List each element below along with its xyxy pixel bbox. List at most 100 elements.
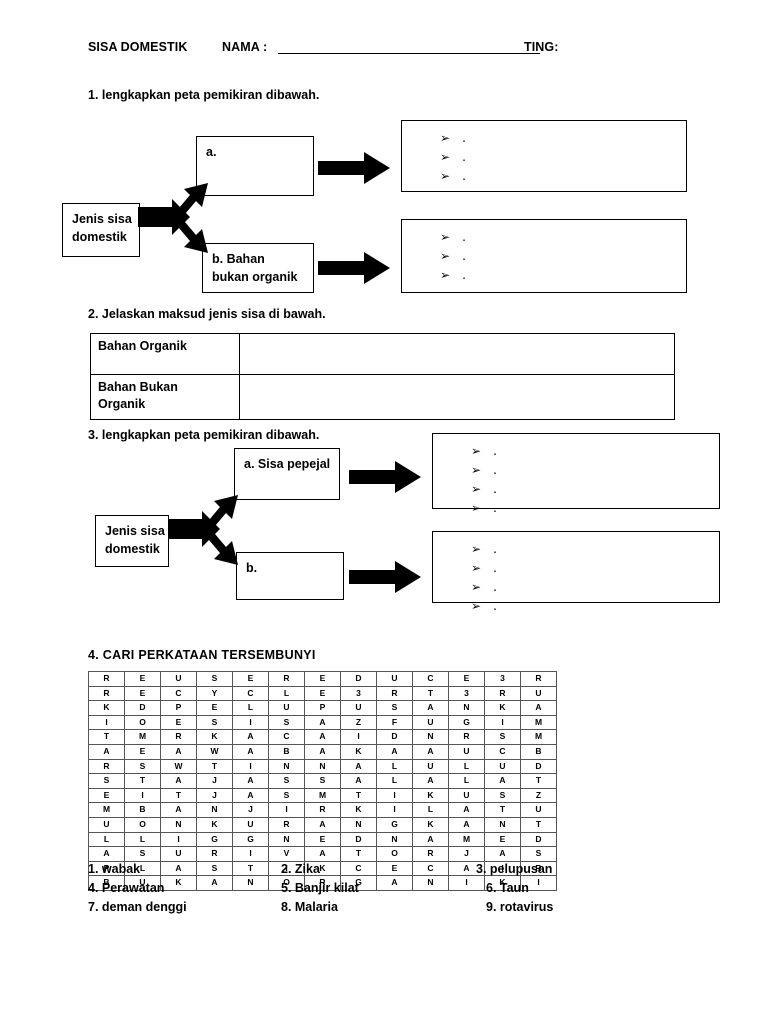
word-search-cell[interactable]: U — [376, 671, 413, 687]
word-search-cell[interactable]: U — [484, 758, 521, 775]
word-search-cell[interactable]: M — [304, 787, 341, 804]
q2-answer-organik[interactable] — [239, 333, 675, 375]
word-search-cell[interactable]: T — [124, 773, 161, 789]
word-search-cell[interactable]: G — [448, 714, 485, 731]
word-search-cell[interactable]: T — [340, 787, 377, 804]
word-search-cell[interactable]: I — [376, 787, 413, 804]
word-search-cell[interactable]: U — [232, 816, 269, 833]
word-search-cell[interactable]: A — [304, 816, 341, 833]
word-search-cell[interactable]: A — [412, 743, 449, 760]
word-search-cell[interactable]: N — [340, 816, 377, 833]
word-search-cell[interactable]: U — [124, 875, 161, 891]
word-search-cell[interactable]: T — [88, 729, 125, 745]
name-input-line[interactable] — [278, 53, 540, 54]
word-search-cell[interactable]: W — [196, 743, 233, 760]
word-search-cell[interactable]: K — [484, 875, 521, 891]
word-search-cell[interactable]: E — [160, 714, 197, 731]
word-search-cell[interactable]: S — [124, 758, 161, 775]
word-search-cell[interactable]: L — [448, 758, 485, 775]
word-search-cell[interactable]: A — [304, 714, 341, 731]
word-search-cell[interactable]: T — [484, 802, 521, 818]
word-search-cell[interactable]: A — [520, 700, 557, 716]
word-search-cell[interactable]: E — [196, 700, 233, 716]
word-search-cell[interactable]: R — [268, 671, 305, 687]
q1-branch-a-box[interactable]: a. — [196, 136, 314, 196]
word-search-cell[interactable]: T — [412, 685, 449, 702]
word-search-cell[interactable]: T — [520, 816, 557, 833]
word-search-cell[interactable]: E — [232, 671, 269, 687]
word-search-cell[interactable]: K — [412, 816, 449, 833]
word-search-cell[interactable]: R — [304, 802, 341, 818]
word-search-cell[interactable]: D — [124, 700, 161, 716]
word-search-cell[interactable]: R — [88, 758, 125, 775]
word-search-cell[interactable]: 3 — [448, 685, 485, 702]
word-search-cell[interactable]: E — [124, 671, 161, 687]
word-search-cell[interactable]: N — [304, 758, 341, 775]
word-search-cell[interactable]: P — [304, 700, 341, 716]
q3-answers-a-box[interactable]: ➢. ➢. ➢. ➢. — [432, 433, 720, 515]
word-search-cell[interactable]: N — [268, 831, 305, 848]
word-search-cell[interactable]: U — [448, 787, 485, 804]
word-search-cell[interactable]: S — [268, 787, 305, 804]
word-search-cell[interactable]: A — [160, 743, 197, 760]
word-search-cell[interactable]: A — [304, 729, 341, 745]
word-search-cell[interactable]: E — [304, 685, 341, 702]
word-search-cell[interactable]: K — [196, 816, 233, 833]
word-search-cell[interactable]: O — [124, 816, 161, 833]
word-search-cell[interactable]: A — [412, 831, 449, 848]
word-search-cell[interactable]: R — [484, 685, 521, 702]
word-search-cell[interactable]: N — [484, 816, 521, 833]
word-search-cell[interactable]: S — [520, 846, 557, 862]
word-search-cell[interactable]: R — [196, 846, 233, 862]
word-search-cell[interactable]: S — [268, 773, 305, 789]
word-search-cell[interactable]: T — [520, 773, 557, 789]
word-search-cell[interactable]: N — [160, 816, 197, 833]
word-search-cell[interactable]: B — [124, 802, 161, 818]
word-search-cell[interactable]: A — [448, 802, 485, 818]
word-search-cell[interactable]: Y — [196, 685, 233, 702]
word-search-cell[interactable]: N — [448, 700, 485, 716]
word-search-cell[interactable]: L — [412, 802, 449, 818]
word-search-cell[interactable]: C — [268, 729, 305, 745]
q1-branch-b-box[interactable]: b. Bahan bukan organik — [202, 243, 314, 293]
word-search-cell[interactable]: L — [232, 700, 269, 716]
word-search-cell[interactable]: A — [232, 773, 269, 789]
word-search-cell[interactable]: A — [376, 743, 413, 760]
word-search-cell[interactable]: R — [268, 816, 305, 833]
word-search-cell[interactable]: G — [196, 831, 233, 848]
word-search-cell[interactable]: S — [124, 846, 161, 862]
word-search-cell[interactable]: G — [376, 816, 413, 833]
q3-branch-a-box[interactable]: a. Sisa pepejal — [234, 448, 340, 500]
word-search-cell[interactable]: K — [340, 743, 377, 760]
word-search-cell[interactable]: K — [484, 700, 521, 716]
word-search-cell[interactable]: L — [376, 758, 413, 775]
word-search-cell[interactable]: Z — [340, 714, 377, 731]
word-search-cell[interactable]: C — [232, 685, 269, 702]
word-search-cell[interactable]: C — [412, 671, 449, 687]
q2-answer-bukan-organik[interactable] — [239, 374, 675, 420]
word-search-cell[interactable]: B — [268, 743, 305, 760]
word-search-cell[interactable]: M — [520, 729, 557, 745]
word-search-cell[interactable]: P — [160, 700, 197, 716]
word-search-cell[interactable]: A — [232, 729, 269, 745]
word-search-cell[interactable]: D — [340, 671, 377, 687]
word-search-cell[interactable]: A — [340, 773, 377, 789]
word-search-cell[interactable]: N — [376, 831, 413, 848]
word-search-cell[interactable]: A — [340, 758, 377, 775]
word-search-cell[interactable]: 3 — [484, 671, 521, 687]
word-search-cell[interactable]: I — [232, 714, 269, 731]
word-search-cell[interactable]: L — [124, 831, 161, 848]
word-search-cell[interactable]: A — [484, 773, 521, 789]
word-search-cell[interactable]: L — [376, 773, 413, 789]
word-search-cell[interactable]: 3 — [340, 685, 377, 702]
word-search-cell[interactable]: S — [304, 773, 341, 789]
word-search-cell[interactable]: V — [268, 846, 305, 862]
word-search-cell[interactable]: A — [88, 846, 125, 862]
word-search-cell[interactable]: K — [196, 729, 233, 745]
word-search-cell[interactable]: D — [340, 831, 377, 848]
q1-answers-a-box[interactable]: ➢. ➢. ➢. — [401, 120, 687, 192]
word-search-cell[interactable]: I — [232, 758, 269, 775]
word-search-cell[interactable]: K — [88, 700, 125, 716]
word-search-cell[interactable]: M — [124, 729, 161, 745]
word-search-cell[interactable]: Z — [520, 787, 557, 804]
